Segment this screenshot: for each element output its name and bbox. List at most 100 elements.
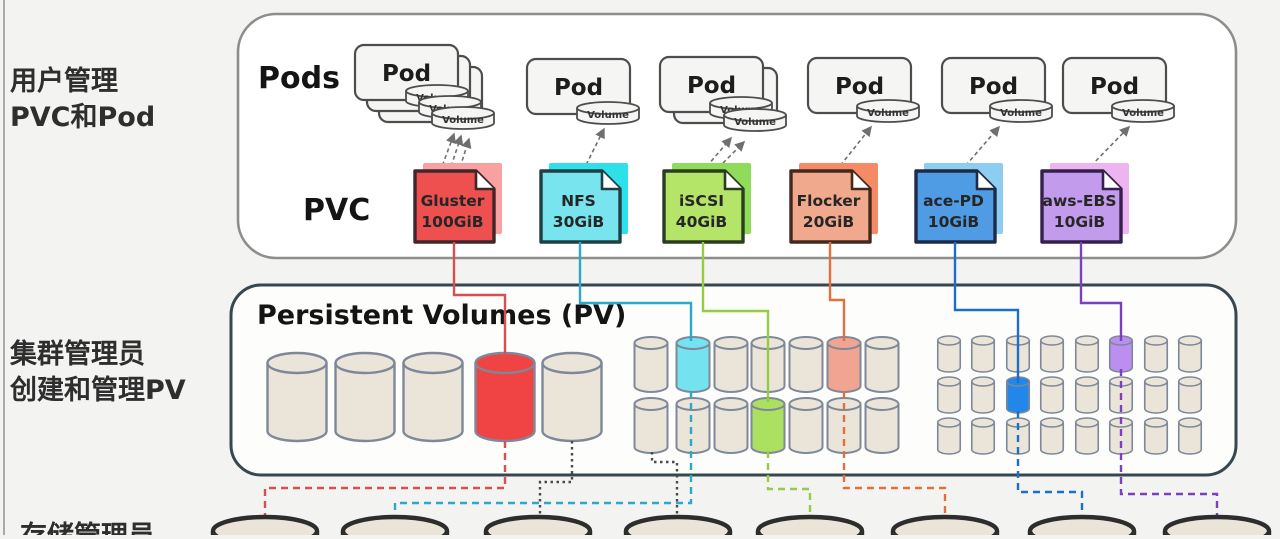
storage-line-aws-ebs — [1119, 369, 1219, 519]
pvc-doc-gluster: Gluster 100GiB — [413, 163, 502, 244]
pod-volume-cylinder — [856, 99, 920, 123]
pvc-doc-fold-corner — [600, 171, 620, 191]
pod-volume-cylinder — [989, 99, 1053, 123]
backend-storage-cylinder — [483, 514, 593, 539]
pv-cylinder-bound-iscsi — [750, 397, 786, 454]
pod-title: Pod — [687, 73, 736, 99]
pv-cylinder — [1177, 376, 1203, 414]
pod-title: Pod — [835, 74, 884, 100]
pvc-doc-body — [914, 169, 997, 244]
pv-cylinder — [713, 397, 749, 454]
volume-label: Volume — [1000, 108, 1042, 119]
bind-line-iscsi — [701, 242, 770, 402]
pv-cylinder — [1177, 335, 1203, 373]
pv-cylinder — [1074, 376, 1100, 414]
pvc-doc-body — [413, 169, 496, 244]
pod-volume-cylinder — [576, 101, 640, 125]
pv-cylinder — [633, 336, 669, 393]
pvc-doc-body — [1040, 169, 1123, 244]
pod-volume-cylinder — [431, 106, 495, 130]
role-cluster-line2: 创建和管理PV — [9, 375, 186, 406]
pv-cylinder — [541, 351, 603, 443]
pv-cylinder — [1039, 335, 1065, 373]
pv-cylinder — [1074, 335, 1100, 373]
role-user-line1: 用户管理 — [10, 65, 118, 97]
backend-storage-cylinder — [1162, 514, 1272, 539]
pv-cylinder — [334, 351, 396, 443]
pvc-doc-aws-ebs: aws-EBS 10GiB — [1040, 163, 1129, 244]
pv-section-title: Persistent Volumes (PV) — [257, 300, 626, 331]
pvc-size: 10GiB — [928, 213, 979, 231]
role-cluster-admin: 集群管理员 创建和管理PV — [9, 338, 186, 406]
pvc-doc-fold-corner — [723, 171, 743, 191]
storage-line-gluster — [263, 441, 507, 519]
pvc-size: 100GiB — [421, 213, 483, 231]
pv-cylinder — [402, 351, 464, 443]
pod-group-iscsi: PodVolumeVolume — [658, 55, 787, 132]
pv-cylinder — [713, 336, 749, 393]
volume-label: Volume — [867, 108, 909, 119]
pv-cylinder — [1143, 335, 1169, 373]
volume-label: Volume — [442, 115, 484, 126]
pv-cylinder — [633, 397, 669, 454]
pv-cylinder — [1143, 417, 1169, 455]
pvc-name: Gluster — [421, 192, 485, 210]
storage-line-ace-pd — [1016, 411, 1084, 519]
bind-line-aws-ebs — [1079, 242, 1123, 341]
volume-label: Volume — [1122, 108, 1164, 119]
pvc-size: 10GiB — [1054, 213, 1105, 231]
pv-cylinder-bound-gluster — [474, 351, 536, 443]
pv-cylinder-bound-aws-ebs — [1108, 335, 1134, 373]
pod-volume-cylinder — [723, 108, 787, 132]
pvc-name: iSCSI — [679, 192, 724, 210]
role-storage-admin: 存储管理员 — [20, 521, 155, 539]
pvc-size: 30GiB — [553, 213, 604, 231]
pod-volume-cylinder — [1111, 99, 1175, 123]
storage-line-unbound-1 — [538, 441, 574, 519]
pv-cylinder — [1177, 417, 1203, 455]
pvc-doc-fold-corner — [1101, 171, 1121, 191]
pv-cylinder — [1039, 417, 1065, 455]
claim-arrow-gluster-3 — [457, 137, 472, 175]
pv-cylinder — [1039, 376, 1065, 414]
pvc-size: 20GiB — [803, 213, 854, 231]
pvc-to-pv-lines — [452, 242, 1123, 402]
pv-cylinder — [970, 417, 996, 455]
pv-cylinder — [936, 417, 962, 455]
backend-storage-cylinder — [755, 514, 865, 539]
role-user-line2: PVC和Pod — [10, 102, 155, 133]
pods-layer: PodVolumeVolumeVolumePodVolumePodVolumeV… — [353, 43, 1175, 132]
storage-line-iscsi — [766, 451, 812, 519]
pv-cylinder-bound-nfs — [675, 336, 711, 393]
pv-cylinder — [675, 397, 711, 454]
backend-storage-cylinder — [210, 514, 320, 539]
pv-cylinder — [936, 376, 962, 414]
pvc-doc-fold-corner — [474, 171, 494, 191]
pv-cylinder — [970, 376, 996, 414]
pod-title: Pod — [1090, 74, 1139, 100]
pod-title: Pod — [382, 61, 431, 87]
pvc-doc-body — [539, 169, 622, 244]
backend-storage-cylinder — [340, 514, 450, 539]
backend-storage-cylinder — [1027, 514, 1137, 539]
role-cluster-line1: 集群管理员 — [9, 338, 145, 370]
pv-to-storage-lines — [263, 369, 1219, 519]
pv-cylinder — [970, 335, 996, 373]
storage-line-flocker — [842, 391, 947, 519]
pv-grid-layer — [266, 335, 1203, 455]
pv-cylinder — [266, 351, 328, 443]
pod-group-gluster: PodVolumeVolumeVolume — [353, 43, 495, 130]
backend-storage-cylinder — [623, 514, 733, 539]
pvc-doc-body — [662, 169, 745, 244]
pvc-name: aws-EBS — [1042, 192, 1116, 210]
volume-label: Volume — [587, 110, 629, 121]
pods-section-label: Pods — [258, 61, 340, 96]
